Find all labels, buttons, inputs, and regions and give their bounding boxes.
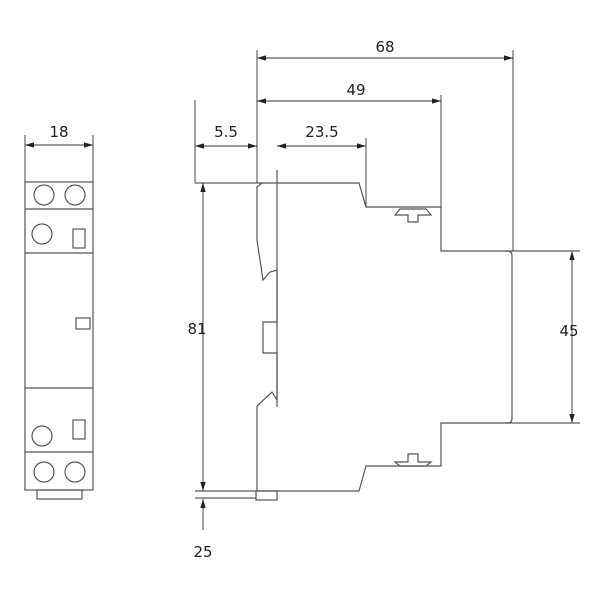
indicator-window bbox=[72, 228, 86, 249]
dimension-lines bbox=[194, 50, 580, 530]
dim-depth-to-step: 49 bbox=[346, 81, 365, 99]
dim-height: 81 bbox=[187, 320, 206, 338]
indicator-window bbox=[72, 419, 86, 440]
terminal-screw-icon bbox=[31, 425, 53, 447]
dim-upper-step: 23.5 bbox=[305, 123, 338, 141]
terminal-screw-icon bbox=[64, 184, 86, 206]
terminal-screw-icon bbox=[33, 184, 55, 206]
terminal-screw-icon bbox=[31, 223, 53, 245]
front-view bbox=[24, 135, 94, 500]
clip-notch-icon bbox=[393, 208, 433, 223]
dim-front-width: 18 bbox=[49, 123, 68, 141]
dim-overall-depth: 68 bbox=[375, 38, 394, 56]
dim-rail-offset: 5.5 bbox=[214, 123, 238, 141]
terminal-screw-icon bbox=[33, 461, 55, 483]
dim-bottom-clip: 25 bbox=[193, 543, 212, 561]
din-clip bbox=[36, 489, 83, 500]
dim-front-height: 45 bbox=[559, 322, 578, 340]
side-view bbox=[255, 170, 513, 501]
terminal-screw-icon bbox=[64, 461, 86, 483]
status-indicator bbox=[75, 317, 91, 330]
clip-notch-icon bbox=[393, 453, 433, 467]
